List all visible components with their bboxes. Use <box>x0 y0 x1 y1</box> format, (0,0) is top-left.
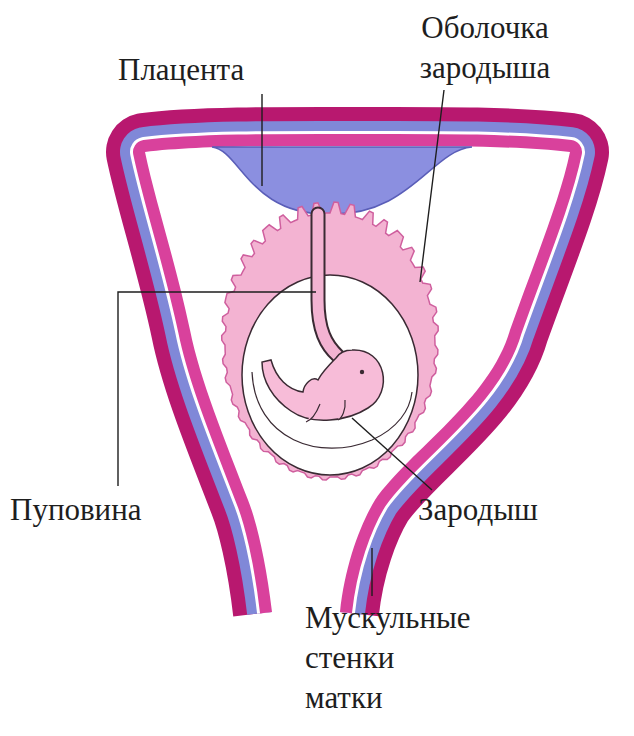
uterine-cavity <box>145 146 570 612</box>
embryo-eye <box>360 370 364 374</box>
label-box: Пуповина <box>10 490 220 530</box>
label-box: Плацента <box>118 50 338 90</box>
leader-line <box>352 418 432 490</box>
leader-line <box>261 94 262 186</box>
leader-lines <box>118 90 444 596</box>
umbilical-cord-fill <box>318 214 338 356</box>
embryo-membrane <box>222 202 439 480</box>
leader-line <box>371 548 372 596</box>
part-label: Пуповина <box>10 490 220 530</box>
label-box: Мускульные стенки матки <box>305 598 605 718</box>
part-label: Оболочка зародыша <box>360 8 610 88</box>
label-box: Оболочка зародыша <box>360 8 610 88</box>
embryo-limb <box>306 400 345 422</box>
umbilical-cord <box>318 214 338 356</box>
uterus-wall <box>145 146 570 612</box>
part-label: Мускульные стенки матки <box>305 598 605 718</box>
leader-line <box>118 292 316 486</box>
embryo <box>262 350 383 420</box>
part-label: Зародыш <box>418 490 618 530</box>
amniotic-cavity <box>242 275 418 475</box>
part-label: Плацента <box>118 50 338 90</box>
leader-line <box>420 90 444 282</box>
label-box: Зародыш <box>418 490 618 530</box>
